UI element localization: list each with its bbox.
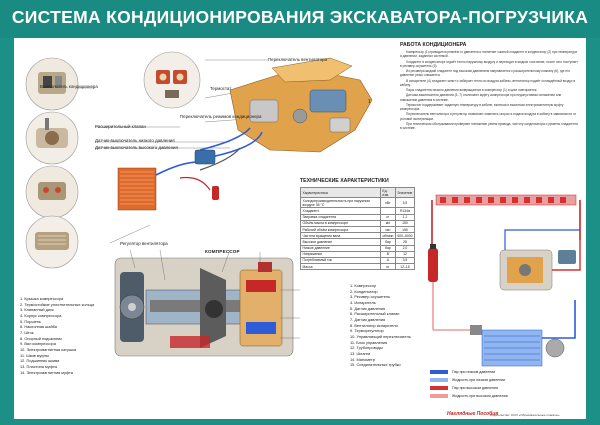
legend-label: Пар при высоком давлении <box>452 386 498 390</box>
list-item: 7. Датчик давления <box>350 316 386 322</box>
list-item: 2. Конденсатор <box>350 288 378 294</box>
work-paragraph: Переключатель вентилятора и регулятор по… <box>400 112 577 121</box>
engine-assembly <box>194 57 373 171</box>
legend-item: Пар при высоком давлении <box>430 384 508 392</box>
list-item: 12. Подшипник шкива <box>20 358 60 364</box>
work-paragraph: При техническом обслуживании проверяют н… <box>400 121 578 130</box>
list-item: 11. Шкив муфты <box>20 352 50 358</box>
condenser-left <box>117 149 219 211</box>
list-item: 8. Вентилятор испарителя <box>350 322 398 328</box>
list-item: 1. Компрессор <box>350 283 377 288</box>
list-item: 13. Пластина муфты <box>20 363 58 369</box>
callout-fan-switch: Переключатель вентилятора <box>268 57 328 62</box>
list-item: 6. Расширительный клапан <box>350 311 400 317</box>
list-item: 12. Трубопроводы <box>350 345 383 351</box>
legend-label: Пар при низком давлении <box>452 370 496 374</box>
detail-circle-valve <box>25 111 79 165</box>
list-item: 9. Терморегулятор <box>350 328 384 334</box>
list-item: 10. Электромагнитная катушка <box>20 346 77 352</box>
legend-swatch <box>430 394 448 398</box>
spec-unit: кВт <box>379 197 396 209</box>
list-item: 7. Шток <box>20 329 34 335</box>
legend-item: Жидкость при высоком давлении <box>430 392 508 400</box>
spec-value: 5,5 <box>394 197 416 209</box>
list-item: 6. Наклонная шайба <box>20 324 57 330</box>
table-row: Холодопроизводительность при наружном во… <box>300 197 416 209</box>
legend-item: Пар при низком давлении <box>430 368 508 376</box>
list-item: 2. Термостойкие уплотнительные кольца <box>20 301 95 307</box>
work-paragraph: Датчики-выключатели давления (5, 7) откл… <box>400 93 562 102</box>
callout-lines <box>40 59 268 244</box>
work-paragraph: В испарителе (4) хладагент кипит и забир… <box>400 78 576 87</box>
work-paragraph: Компрессор (1) приводится ремнём от двиг… <box>400 50 578 59</box>
detail-circle-sensors <box>25 165 79 219</box>
legend-swatch <box>430 386 448 390</box>
spec-name: Холодопроизводительность при наружном во… <box>300 197 381 209</box>
work-paragraph: Пары хладагента низкого давления возвращ… <box>406 88 538 92</box>
spec-unit: кг <box>379 263 396 271</box>
legend-swatch <box>430 378 448 382</box>
callout-high-sensor: Датчик-выключатель высокого давления <box>95 145 178 150</box>
legend-label: Жидкость при высоком давлении <box>452 394 508 398</box>
list-item: 15. Соединительные трубки <box>350 362 401 368</box>
title-banner <box>0 0 600 38</box>
publisher-logo: Наглядные Пособия <box>447 411 499 417</box>
specs-table: Характеристика Ед. изм. Значение Холодоп… <box>300 186 416 271</box>
detail-circle-switches <box>143 51 201 109</box>
page-title: СИСТЕМА КОНДИЦИОНИРОВАНИЯ ЭКСКАВАТОРА-ПО… <box>11 7 589 27</box>
list-item: 11. Блок управления <box>350 339 388 345</box>
work-paragraph: Хладагент в конденсаторе отдаёт тепло на… <box>400 59 578 68</box>
legend-item: Жидкость при низком давлении <box>430 376 508 384</box>
detail-circle-fan-reg <box>25 215 79 269</box>
callout-exp-valve: Расширительный клапан <box>95 124 146 129</box>
compressor-heading: КОМПРЕССОР <box>205 249 240 254</box>
list-item: 5. Датчик давления <box>350 305 386 311</box>
work-text: Компрессор (1) приводится ремнём от двиг… <box>400 50 578 178</box>
callout-ac-switch: Выключатель кондиционера <box>40 84 98 89</box>
list-item: 14. Манометр <box>350 356 375 362</box>
work-heading: РАБОТА КОНДИЦИОНЕРА <box>400 42 467 48</box>
system-parts-list: 1. Компрессор 2. Конденсатор 3. Ресивер-… <box>350 283 411 368</box>
list-item: 13. Шланги <box>350 350 371 356</box>
specs-col-value: Значение <box>394 186 416 199</box>
legend: Пар при низком давлении Жидкость при низ… <box>430 368 508 400</box>
work-paragraph: Термостат поддерживает заданную температ… <box>400 102 564 111</box>
specs-col-name: Характеристика <box>300 186 381 199</box>
callout-part-1: 1 <box>368 99 371 105</box>
compressor-leaders <box>129 249 300 339</box>
specs-header-row: Характеристика Ед. изм. Значение <box>300 186 416 199</box>
legend-swatch <box>430 370 448 374</box>
list-item: 8. Опорный подшипник <box>20 335 62 341</box>
legend-label: Жидкость при низком давлении <box>452 378 506 382</box>
footer-text: Издательство: ООО «Образовательные плака… <box>490 413 560 417</box>
callout-fan-reg: Регулятор вентилятора <box>120 241 168 246</box>
list-item: 1. Крышка компрессора <box>20 296 64 301</box>
detail-circle-ac-switch <box>25 57 79 111</box>
compressor-parts-list: 1. Крышка компрессора 2. Термостойкие уп… <box>20 296 94 375</box>
callout-mode-switch: Переключатель режимов кондиционера <box>180 114 262 119</box>
specs-col-unit: Ед. изм. <box>379 186 396 199</box>
list-item: 14. Электромагнитная муфта <box>20 369 73 375</box>
callout-low-sensor: Датчик-выключатель низкого давления <box>95 138 175 143</box>
callout-thermostat: Термостат <box>210 86 232 91</box>
list-item: 4. Корпус компрессора <box>20 312 62 318</box>
spec-value: 12–15 <box>394 263 416 271</box>
work-paragraph: Из ресивера жидкий хладагент под высоким… <box>400 69 571 78</box>
list-item: 3. Клапанный диск <box>20 307 54 313</box>
specs-heading: ТЕХНИЧЕСКИЕ ХАРАКТЕРИСТИКИ <box>300 178 389 184</box>
spec-name: Масса <box>300 263 381 271</box>
refrigerant-loop <box>428 194 581 367</box>
list-item: 9. Вал компрессора <box>20 341 56 347</box>
list-item: 4. Испаритель <box>350 299 376 305</box>
list-item: 3. Ресивер-осушитель <box>350 294 391 300</box>
list-item: 10. Управляющий переключатель <box>350 333 411 339</box>
compressor-cutaway <box>114 257 294 357</box>
list-item: 5. Поршень <box>20 318 41 324</box>
